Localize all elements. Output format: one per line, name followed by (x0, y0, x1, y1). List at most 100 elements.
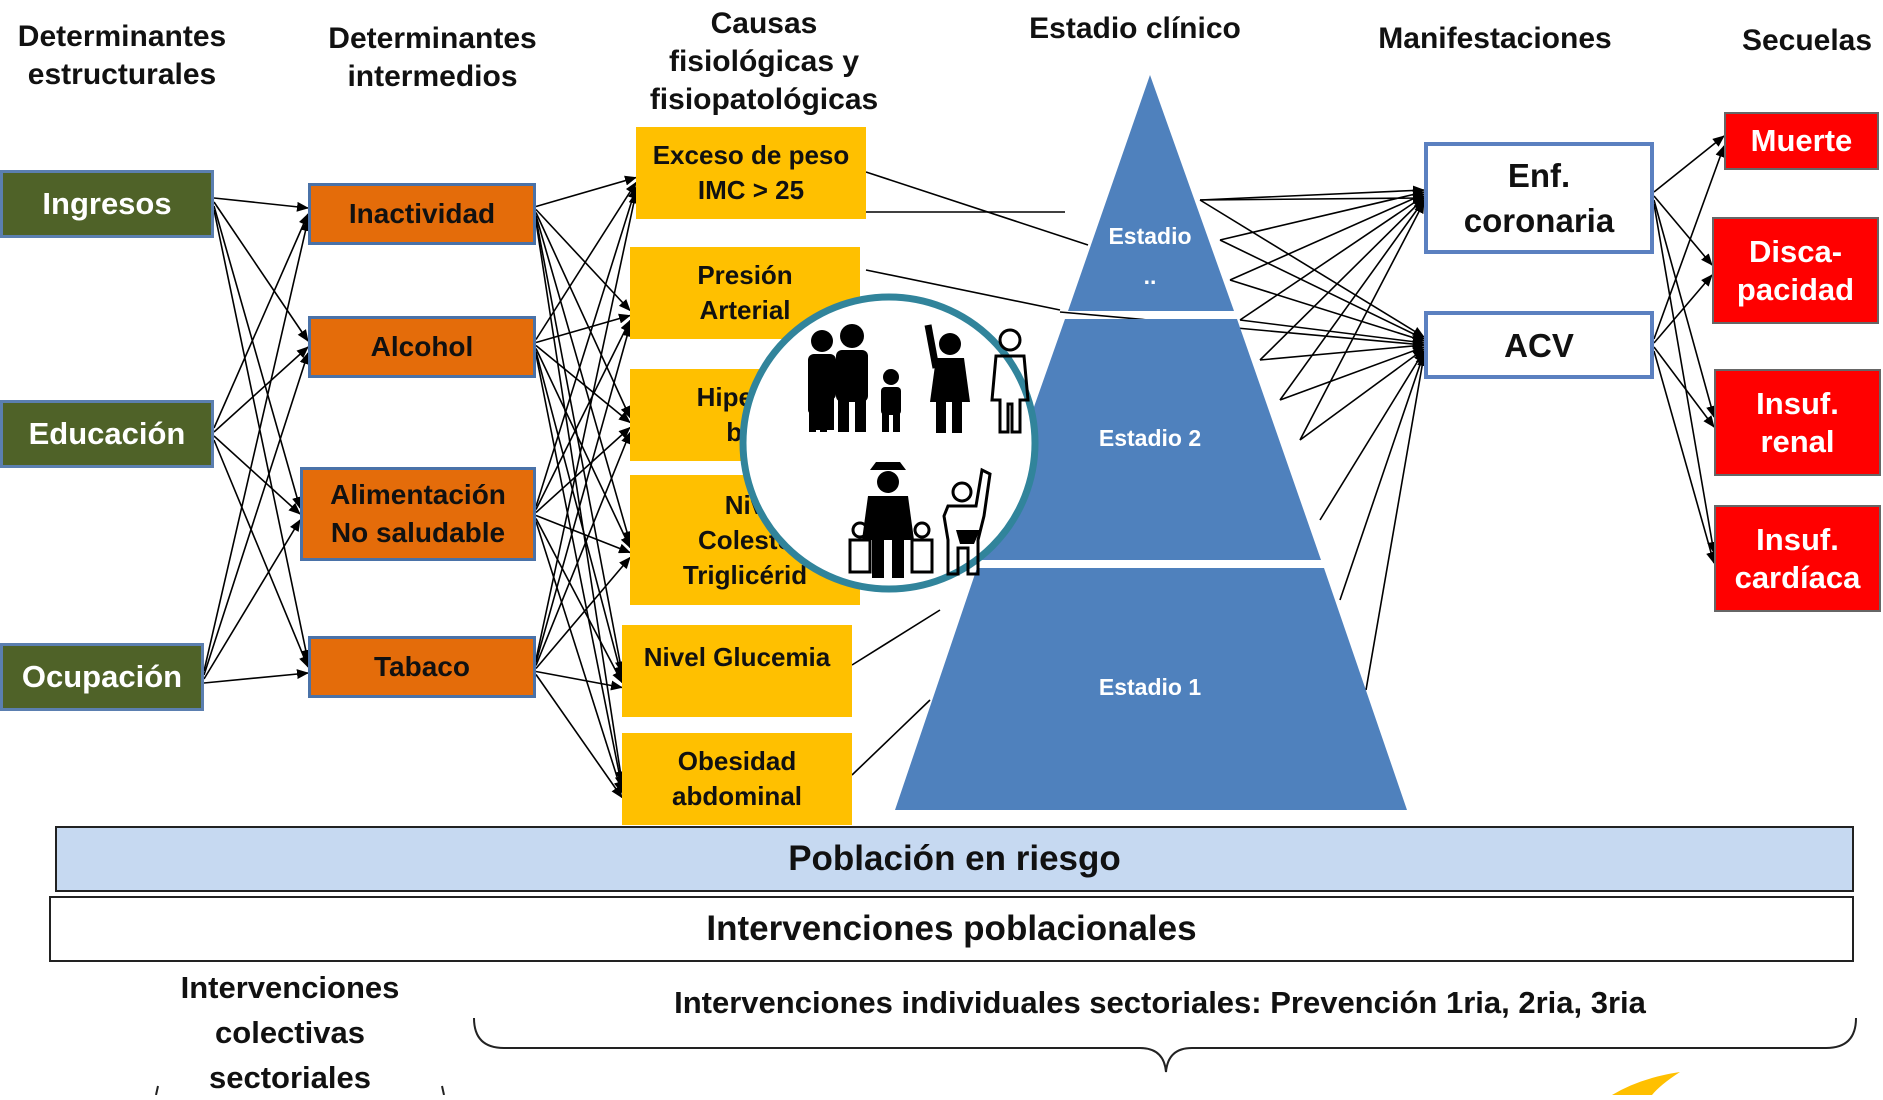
arrow-stage-manifestation (1239, 319, 1425, 347)
corner-logo-mark (1612, 1072, 1680, 1095)
arrow-intermediate-cause (535, 670, 623, 691)
collective-interventions-label: Intervenciones colectivas sectoriales (180, 970, 400, 1095)
arrow-stage-manifestation (1219, 189, 1425, 241)
structural-educacion-label: Educación (28, 416, 186, 451)
arrow-stage-manifestation (1229, 279, 1425, 343)
arrow-intermediate-cause (535, 521, 624, 794)
header-intermediate-determinants: Determinantes intermedios (328, 22, 537, 93)
cause-glucemia-label: Nivel Glucemia (643, 642, 831, 672)
manifestation-coronaria-label: Enf. coronaria (1463, 157, 1615, 239)
arrow-intermediate-cause (535, 186, 638, 507)
arrow-intermediate-cause (535, 674, 623, 799)
arrow-structural-intermediate (213, 205, 302, 509)
structural-educacion: Educación (0, 400, 214, 468)
arrow-stage-manifestation (1299, 201, 1425, 441)
arrow-intermediate-cause (535, 181, 637, 340)
grandfather-grandchildren-icon (848, 462, 934, 578)
arrow-manifestation-sequela (1653, 274, 1713, 344)
arrow-intermediate-cause (535, 215, 632, 544)
cause-glucemia: Nivel Glucemia (622, 625, 852, 717)
arrow-stage-manifestation (1319, 350, 1425, 521)
intermediate-tabaco: Tabaco (308, 636, 536, 698)
arrow-intermediate-cause (535, 556, 631, 670)
stage-1-label: Estadio 1 (1098, 674, 1202, 700)
arrow-structural-intermediate (203, 669, 309, 684)
arrow-stage-manifestation (1239, 195, 1425, 321)
header-causes: Causas fisiológicas y fisiopatológicas (649, 7, 879, 116)
arrow-stage-manifestation (1299, 348, 1425, 441)
intermediate-alimentacion-label: Alimentación No saludable (330, 479, 506, 548)
arrow-structural-intermediate (213, 197, 309, 212)
sequela-insuf-cardiaca: Insuf. cardíaca (1714, 505, 1881, 612)
intermediate-inactividad: Inactividad (308, 183, 536, 245)
structural-ocupacion-label: Ocupación (21, 659, 183, 694)
cause-obesidad-abdominal: Obesidad abdominal (622, 733, 852, 825)
arrow-structural-intermediate (213, 201, 309, 342)
arrow-structural-intermediate (213, 213, 309, 429)
arrow-intermediate-cause (535, 514, 631, 554)
cause-obesidad-abdominal-label: Obesidad abdominal (671, 746, 802, 811)
intermediate-alcohol-label: Alcohol (370, 331, 474, 362)
arrow-stage-manifestation (1199, 199, 1425, 338)
header-sequelae: Secuelas (1741, 24, 1873, 57)
sequela-insuf-renal-label: Insuf. renal (1756, 385, 1839, 459)
arrow-manifestation-sequela (1653, 195, 1713, 266)
sequela-discapacidad-label: Disca- pacidad (1736, 233, 1855, 307)
header-structural-determinants: Determinantes estructurales (17, 20, 227, 91)
pyramid-middle-segment (980, 319, 1321, 560)
arrow-stage-manifestation (1199, 193, 1425, 204)
family-icon (808, 324, 901, 432)
population-interventions-label: Intervenciones poblacionales (706, 909, 1197, 948)
arrow-stage-manifestation (1279, 199, 1425, 401)
arrow-intermediate-cause (535, 518, 623, 684)
arrow-intermediate-cause (535, 191, 639, 660)
arrow-intermediate-cause (535, 221, 626, 784)
sequela-insuf-renal: Insuf. renal (1714, 369, 1881, 476)
arrow-manifestation-sequela (1653, 346, 1715, 428)
manifestation-acv-label: ACV (1504, 326, 1574, 364)
cause-exceso-peso-label: Exceso de peso IMC > 25 (652, 140, 850, 205)
collective-interventions-brace-right (441, 1085, 445, 1095)
arrow-stage-manifestation (1219, 239, 1425, 340)
line-cause-pyramid (865, 171, 1089, 246)
manifestation-acv: ACV (1424, 311, 1654, 379)
structural-ingresos-label: Ingresos (42, 186, 172, 221)
arrow-intermediate-cause (535, 344, 631, 424)
arrow-structural-intermediate (203, 352, 310, 676)
arrow-structural-intermediate (213, 439, 309, 668)
manifestation-coronaria: Enf. coronaria (1424, 142, 1654, 254)
structural-ingresos: Ingresos (0, 170, 214, 238)
line-cause-pyramid (851, 609, 941, 666)
intermediate-alcohol: Alcohol (308, 316, 536, 378)
sequela-muerte-label: Muerte (1750, 123, 1853, 158)
arrow-stage-manifestation (1279, 346, 1425, 401)
risk-population-band: Población en riesgo (55, 826, 1854, 892)
arrow-stage-manifestation (1059, 311, 1425, 349)
cause-colesterol-trigliceridos-label: Niv Coleste Triglicérid (682, 489, 808, 590)
risk-population-label: Población en riesgo (788, 839, 1121, 878)
line-cause-pyramid (865, 269, 1061, 311)
adult-child-icon (924, 324, 1030, 434)
collective-interventions-brace-left (155, 1085, 159, 1095)
sequela-muerte: Muerte (1724, 112, 1879, 170)
arrow-stage-manifestation (1199, 185, 1425, 201)
sequela-insuf-cardiaca-label: Insuf. cardíaca (1734, 521, 1861, 595)
arrow-manifestation-sequela (1653, 145, 1725, 340)
arrow-manifestation-sequela (1653, 135, 1725, 193)
arrow-stage-manifestation (1259, 341, 1425, 361)
arrow-intermediate-cause (535, 319, 631, 510)
arrow-structural-intermediate (213, 435, 301, 515)
structural-ocupacion: Ocupación (0, 643, 204, 711)
intermediate-tabaco-label: Tabaco (374, 651, 470, 682)
arrow-structural-intermediate (203, 219, 311, 672)
arrow-stage-manifestation (1229, 193, 1425, 281)
stage-top-label: Estadio .. (1108, 223, 1192, 289)
header-manifestations: Manifestaciones (1378, 22, 1612, 55)
individual-interventions-brace (473, 1017, 1857, 1073)
arrow-stage-manifestation (1339, 352, 1426, 601)
arrow-structural-intermediate (213, 346, 309, 433)
arrow-intermediate-cause (535, 313, 631, 344)
